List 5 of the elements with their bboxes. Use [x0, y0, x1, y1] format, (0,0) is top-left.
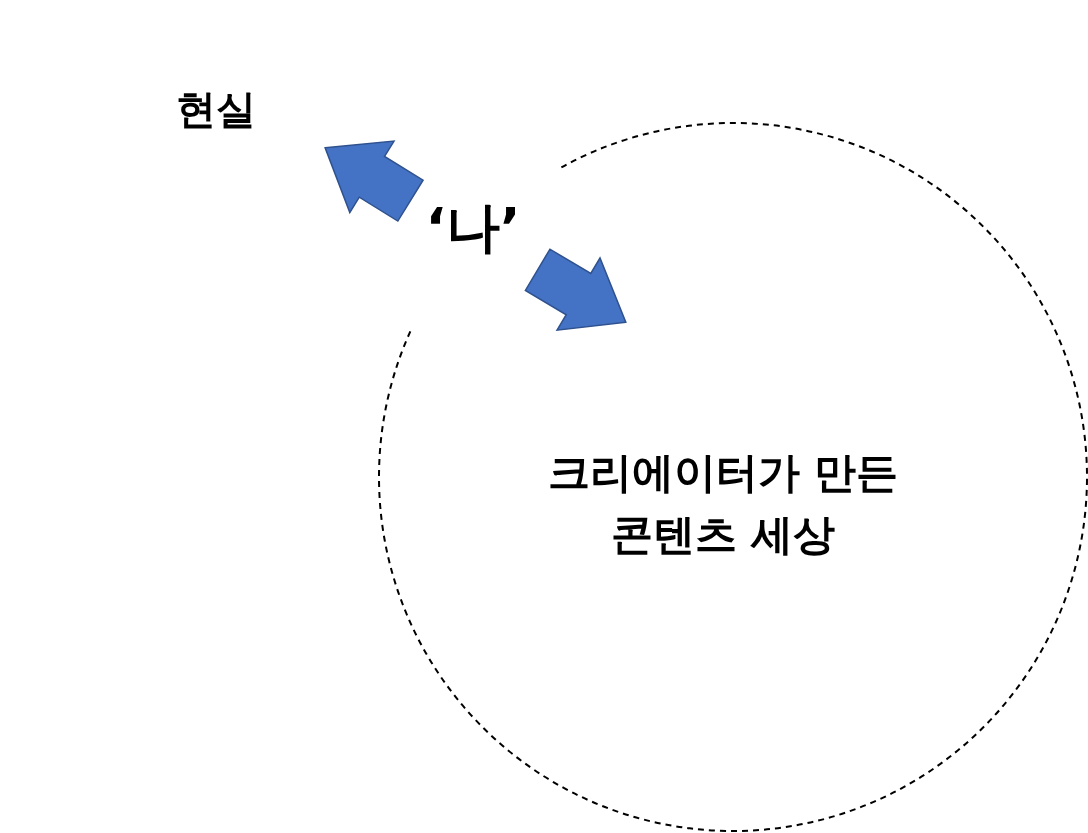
block-arrow — [324, 140, 425, 223]
circle-caption: 크리에이터가 만든 콘텐츠 세상 — [546, 447, 900, 561]
block-arrow — [524, 248, 627, 332]
label-text: ‘나’ — [424, 195, 522, 261]
label-text: 현실 — [175, 85, 257, 134]
